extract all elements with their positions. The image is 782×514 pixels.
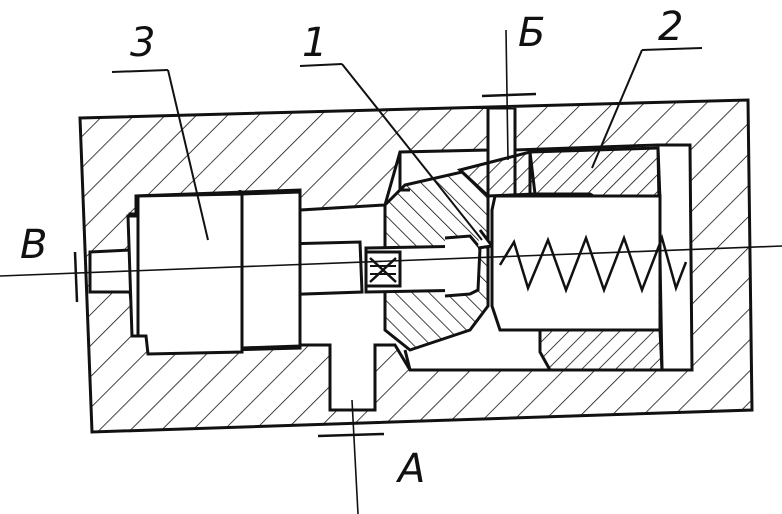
label-port-v: В xyxy=(20,222,47,268)
port-markers xyxy=(73,92,537,438)
sleeve-2-lower xyxy=(538,328,664,372)
label-part-1: 1 xyxy=(302,20,327,66)
piston-3 xyxy=(126,190,302,356)
label-port-b: Б xyxy=(518,10,545,56)
label-port-a: А xyxy=(395,446,425,492)
sleeve-2-upper-hatch xyxy=(456,150,537,198)
label-part-3: 3 xyxy=(130,20,155,66)
label-part-2: 2 xyxy=(658,4,683,50)
plunger-tip xyxy=(364,229,495,298)
sleeve-2 xyxy=(528,146,662,202)
leader-lines xyxy=(111,47,703,241)
spring xyxy=(498,234,688,294)
